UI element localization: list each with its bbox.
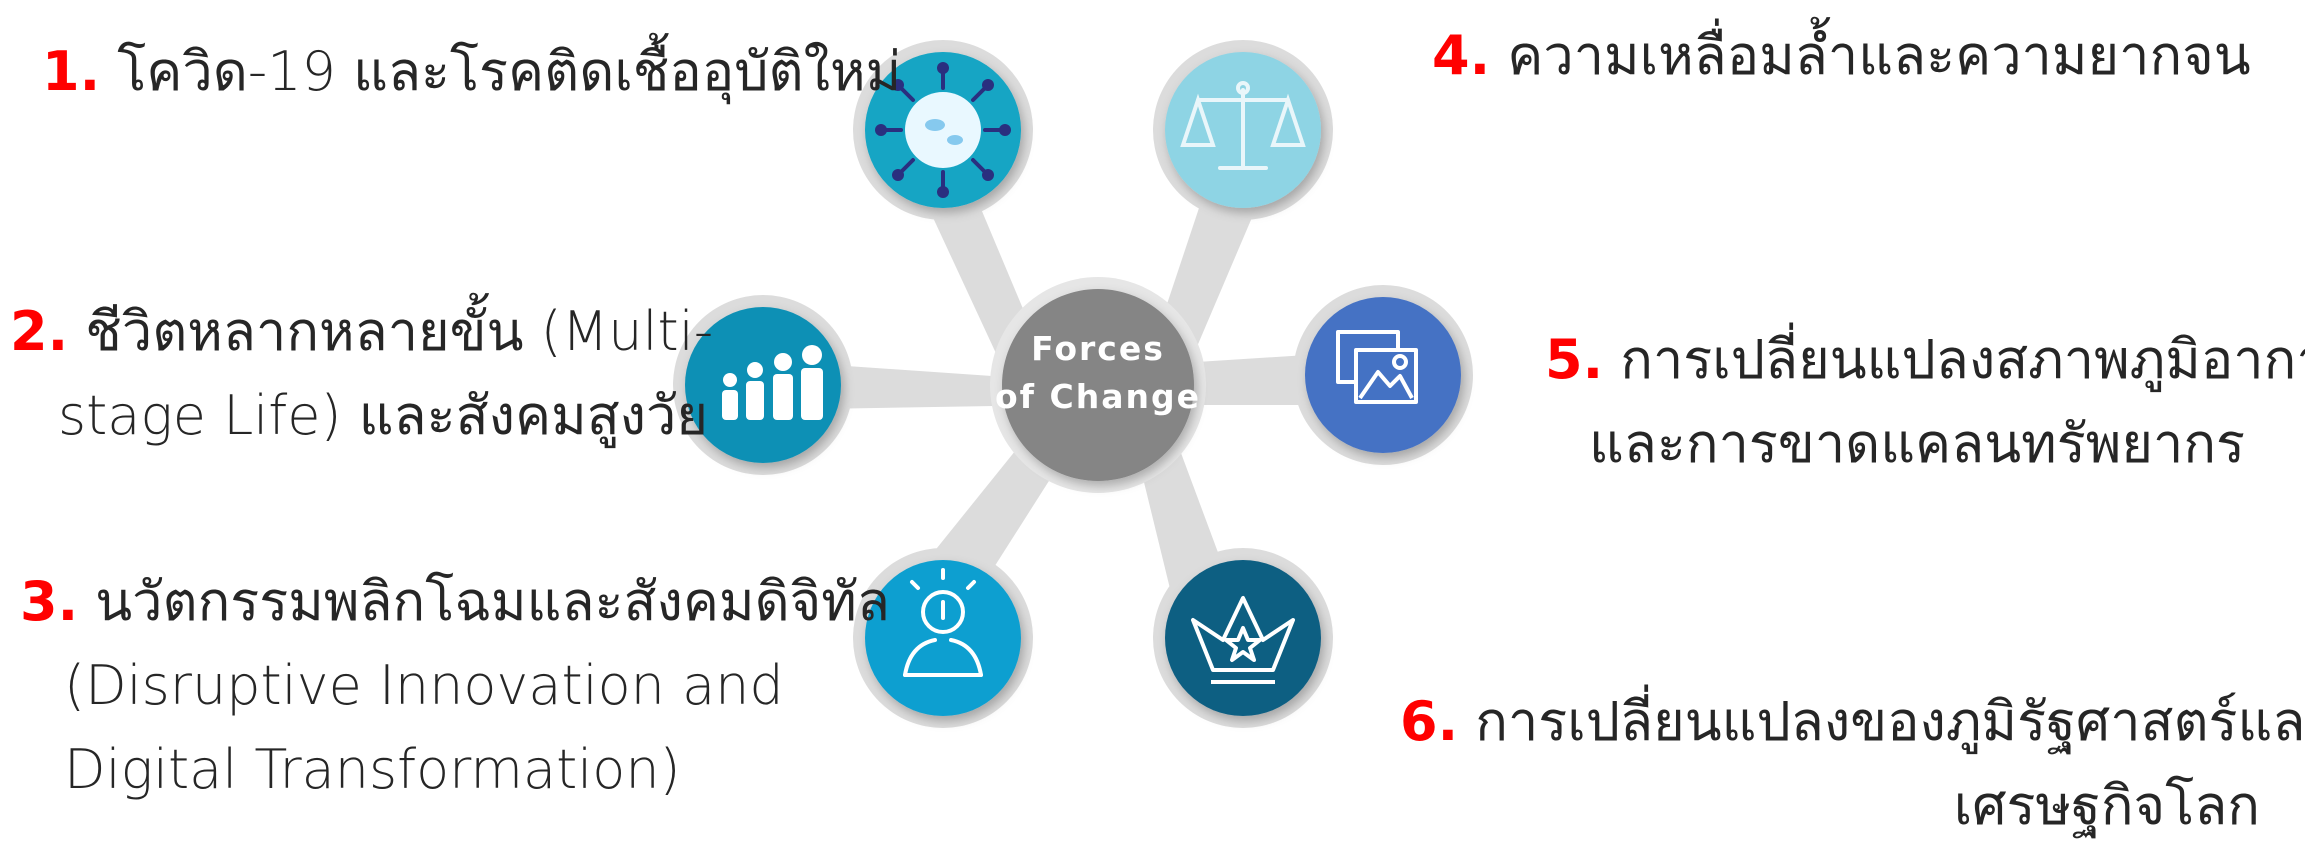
item-4: 4. ความเหลื่อมล้ำและความยากจน xyxy=(1432,14,2251,98)
node-1 xyxy=(865,52,1021,208)
center-node: Forces of Change xyxy=(990,277,1206,493)
node-5 xyxy=(1305,297,1461,453)
scales-icon xyxy=(1180,81,1306,170)
item-5: 5. การเปลี่ยนแปลงสภาพภูมิอากาศ และการขาด… xyxy=(1545,318,2305,486)
node-4 xyxy=(1165,52,1321,208)
item-3-line-3: Digital Transformation) xyxy=(64,738,681,801)
item-6-line-1: 6. การเปลี่ยนแปลงของภูมิรัฐศาสตร์และ xyxy=(1400,690,2305,753)
item-3-number: 3 xyxy=(20,570,58,633)
item-6-number: 6 xyxy=(1400,690,1438,753)
virus-icon xyxy=(875,62,1011,198)
item-3-line-2: (Disruptive Innovation and xyxy=(64,654,784,717)
item-1-number: 1 xyxy=(42,40,80,103)
item-6: 6. การเปลี่ยนแปลงของภูมิรัฐศาสตร์และ เศร… xyxy=(1400,680,2305,848)
node-2 xyxy=(685,307,841,463)
item-3: 3. นวัตกรรมพลิกโฉมและสังคมดิจิทัล (Disru… xyxy=(20,560,890,812)
crown-icon xyxy=(1191,596,1295,684)
item-6-line-2: เศรษฐกิจโลก xyxy=(1953,774,2260,837)
item-1: 1. โควิด-19 และโรคติดเชื้ออุบัติใหม่ xyxy=(42,30,901,114)
node-6 xyxy=(1165,560,1321,716)
item-1-line-1: 1. โควิด-19 และโรคติดเชื้ออุบัติใหม่ xyxy=(42,40,902,103)
item-5-line-2: และการขาดแคลนทรัพยากร xyxy=(1589,412,2246,475)
idea-person-icon xyxy=(903,568,983,677)
item-5-line-1: 5. การเปลี่ยนแปลงสภาพภูมิอากาศ xyxy=(1545,328,2305,391)
item-3-line-1: 3. นวัตกรรมพลิกโฉมและสังคมดิจิทัล xyxy=(20,570,890,633)
family-icon xyxy=(722,345,823,420)
node-3 xyxy=(865,560,1021,716)
item-2-line-2: stage Life) และสังคมสูงวัย xyxy=(58,384,708,447)
center-label-line-2: of Change xyxy=(995,377,1201,416)
item-2-line-1: 2. ชีวิตหลากหลายขั้น (Multi- xyxy=(10,300,714,363)
item-2: 2. ชีวิตหลากหลายขั้น (Multi- stage Life)… xyxy=(10,290,713,458)
item-2-number: 2 xyxy=(10,300,48,363)
item-5-number: 5 xyxy=(1545,328,1583,391)
item-4-line-1: 4. ความเหลื่อมล้ำและความยากจน xyxy=(1432,24,2251,87)
landscape-pictures-icon xyxy=(1336,330,1418,404)
item-4-number: 4 xyxy=(1432,24,1470,87)
center-label-line-1: Forces xyxy=(1031,329,1165,368)
